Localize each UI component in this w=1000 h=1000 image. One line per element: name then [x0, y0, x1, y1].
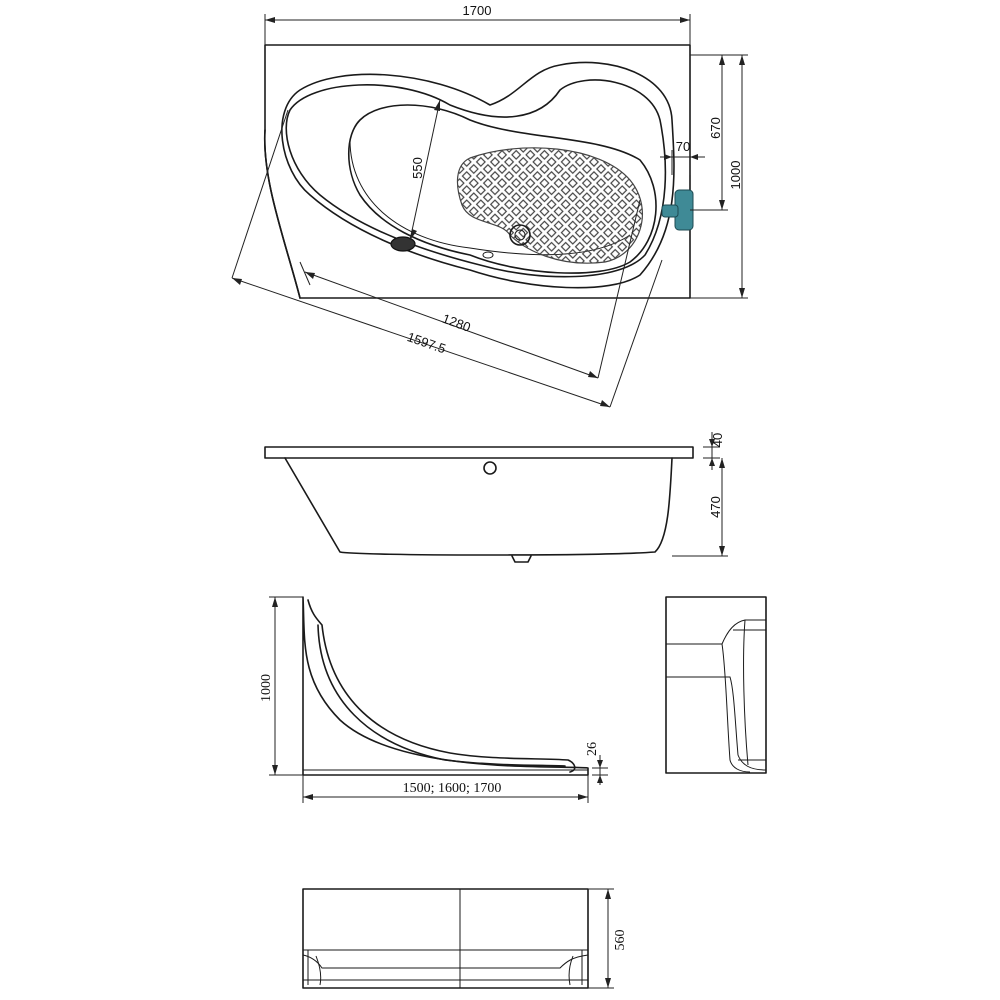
top-view: 1700 1000 670 70 550 1280	[231, 3, 748, 408]
panel-side-frame	[665, 596, 767, 774]
panel-curve-inner	[317, 624, 566, 767]
dim-front-height: 560	[613, 930, 628, 951]
dim-inner-width: 550	[410, 157, 425, 179]
dim-top-width: 1700	[463, 3, 492, 18]
side-view-rim	[264, 446, 694, 459]
dim-panel-lengths: 1500; 1600; 1700	[403, 781, 502, 796]
inner-basin	[285, 79, 667, 278]
dim-panel-lip: 26	[585, 742, 600, 756]
dim-inner-length: 1280	[440, 311, 472, 335]
overflow-icon	[509, 224, 531, 246]
dim-faucet-offset: 670	[708, 117, 723, 139]
front-panel-view: 560	[302, 888, 628, 989]
inner-bottom	[347, 104, 657, 274]
drain-icon	[390, 236, 416, 252]
side-view-body	[284, 457, 673, 556]
dim-panel-height: 1000	[259, 674, 274, 702]
side-overflow-icon	[483, 461, 497, 475]
side-drain	[511, 555, 532, 563]
dim-diagonal-length: 1597.5	[405, 329, 447, 356]
panel-plan-view: 1000 1500; 1600; 1700 26	[259, 596, 608, 803]
side-view: 40 470	[264, 432, 728, 563]
panel-curve	[307, 599, 576, 773]
faucet-icon	[661, 189, 694, 231]
dim-right-depth: 1000	[728, 161, 743, 190]
dim-depth: 470	[708, 496, 723, 518]
dim-rim-offset: 70	[676, 139, 690, 154]
panel-curve-outer	[302, 596, 589, 776]
front-panel-frame	[302, 888, 589, 989]
top-view-outline-curve	[263, 129, 301, 299]
anti-slip-mat	[456, 147, 644, 264]
panel-side-view	[665, 596, 767, 774]
dim-rim-height: 40	[710, 433, 725, 447]
